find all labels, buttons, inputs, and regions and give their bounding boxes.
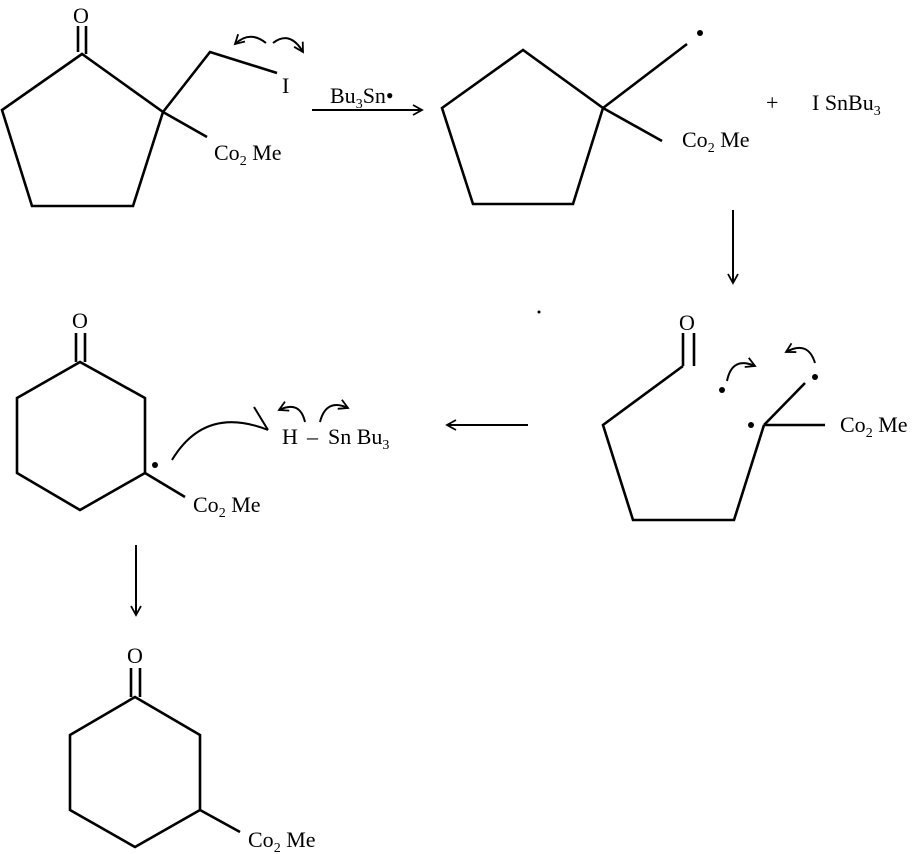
ch2-bond	[602, 42, 688, 110]
radical-dot	[748, 422, 754, 428]
stray-dot	[537, 310, 541, 314]
ester-label: Co2 Me	[248, 827, 316, 854]
plus-sign: +	[766, 90, 778, 115]
ester-bond	[199, 808, 241, 834]
radical-dot	[152, 462, 158, 468]
primary-radical-intermediate: Co2 Me + I SnBu3	[440, 30, 881, 206]
curved-arrow-icon	[277, 401, 306, 423]
oxygen-label: O	[72, 308, 88, 333]
ester-bond	[602, 106, 663, 143]
starting-material: O I Co2 Me	[0, 3, 304, 208]
curved-arrow-icon	[233, 33, 267, 46]
ester-bond	[162, 110, 208, 139]
reagent-label: Bu3Sn•	[330, 83, 394, 112]
product: O Co2 Me	[68, 643, 316, 854]
bond-dash: –	[306, 424, 319, 449]
cyclopentane-ring	[440, 48, 605, 206]
curved-arrow-icon	[726, 357, 757, 382]
radical-dot	[697, 30, 703, 36]
radical-dot	[719, 387, 725, 393]
ch2-bond	[763, 382, 806, 426]
oxygen-label: O	[127, 643, 143, 668]
curved-arrow-icon	[784, 342, 816, 364]
cyclohexane-ring	[68, 695, 202, 849]
oxygen-label: O	[679, 310, 695, 335]
iodine-label: I	[282, 73, 289, 98]
arrowhead	[253, 406, 269, 431]
curved-arrow-icon	[272, 37, 304, 54]
ester-label: Co2 Me	[682, 127, 750, 156]
curved-arrow-icon	[171, 421, 269, 461]
tin-label: Sn Bu3	[328, 424, 389, 453]
oxygen-label: O	[73, 3, 89, 28]
ester-label: Co2 Me	[840, 412, 908, 441]
ch2i-bond	[161, 50, 278, 113]
ester-bond	[144, 471, 186, 499]
ester-label: Co2 Me	[214, 140, 282, 169]
curved-arrow-icon	[319, 399, 350, 423]
hydrogen-label: H	[282, 424, 298, 449]
byproduct-label: I SnBu3	[812, 90, 881, 119]
cyclohexyl-radical-intermediate: O Co2 Me H – Sn Bu3	[15, 308, 389, 521]
ring-expansion-intermediate: O Co2 Me	[601, 310, 908, 522]
radical-dot	[812, 374, 818, 380]
open-chain	[601, 364, 766, 522]
cyclohexane-ring	[15, 360, 147, 512]
ester-label: Co2 Me	[193, 492, 261, 521]
cyclopentane-ring	[0, 52, 165, 208]
